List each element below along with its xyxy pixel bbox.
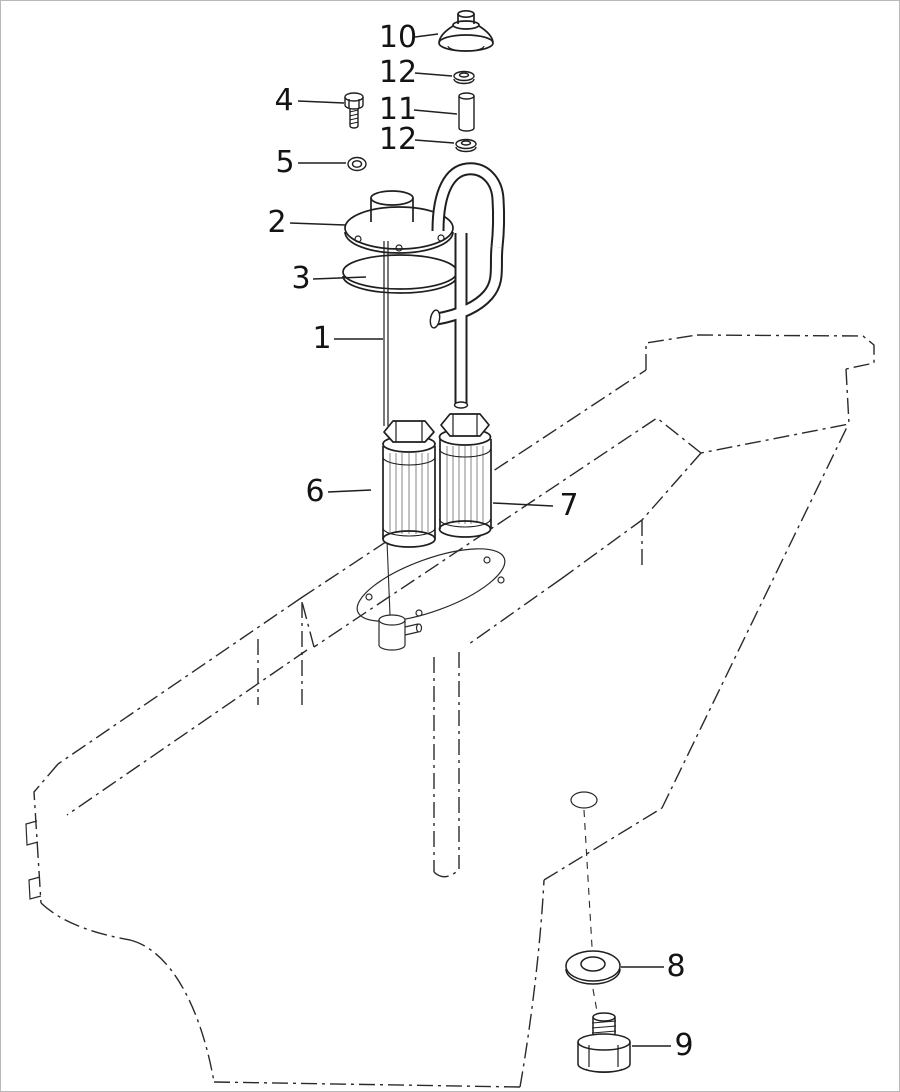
part-2-sender-flange — [344, 190, 454, 254]
tank-outline — [33, 334, 875, 1088]
part-5-oring — [347, 156, 367, 172]
tank-fitting — [378, 540, 423, 651]
callout-12b: 12 — [378, 122, 418, 157]
callout-12a: 12 — [378, 55, 418, 90]
leader-2 — [289, 222, 346, 226]
part-12-washer-lower — [455, 138, 477, 153]
sender-assembly — [342, 9, 631, 1073]
callout-2: 2 — [267, 205, 287, 240]
part-7-filter — [438, 413, 492, 538]
callout-7: 7 — [559, 488, 579, 523]
edge-tab — [25, 820, 39, 846]
part-6-filter — [382, 420, 436, 548]
part-12-washer-upper — [453, 70, 475, 85]
part-10-cap — [438, 9, 494, 52]
leader-12a — [414, 72, 453, 77]
leader-3 — [312, 276, 367, 280]
pipe-opening — [429, 309, 441, 329]
callout-8: 8 — [666, 949, 686, 984]
leader-lines — [289, 33, 671, 1047]
callout-3: 3 — [291, 261, 311, 296]
part-11-spacer — [458, 92, 475, 132]
drain-centerline — [583, 809, 599, 1018]
tank-details — [25, 540, 599, 1018]
part-9-drain-plug — [577, 1012, 631, 1073]
leader-10 — [414, 33, 439, 38]
callout-10: 10 — [378, 20, 418, 55]
edge-tab — [28, 876, 42, 900]
callout-11: 11 — [378, 92, 418, 127]
leader-6 — [327, 489, 372, 493]
callout-1: 1 — [312, 321, 332, 356]
leader-12b — [414, 139, 455, 144]
part-1-rod — [383, 241, 389, 426]
part-4-bolt — [344, 92, 364, 129]
pipe-opening — [453, 401, 469, 409]
callout-5: 5 — [275, 145, 295, 180]
leader-4 — [297, 100, 345, 104]
callout-4: 4 — [274, 83, 294, 118]
drain-hole — [570, 791, 598, 809]
callout-6: 6 — [305, 474, 325, 509]
leader-7 — [492, 502, 554, 507]
part-3-plate — [342, 254, 458, 294]
part-8-washer — [565, 950, 621, 985]
mounting-opening — [356, 548, 506, 622]
fuel-pipes — [429, 162, 506, 409]
callout-9: 9 — [674, 1028, 694, 1063]
leader-11 — [413, 109, 458, 115]
